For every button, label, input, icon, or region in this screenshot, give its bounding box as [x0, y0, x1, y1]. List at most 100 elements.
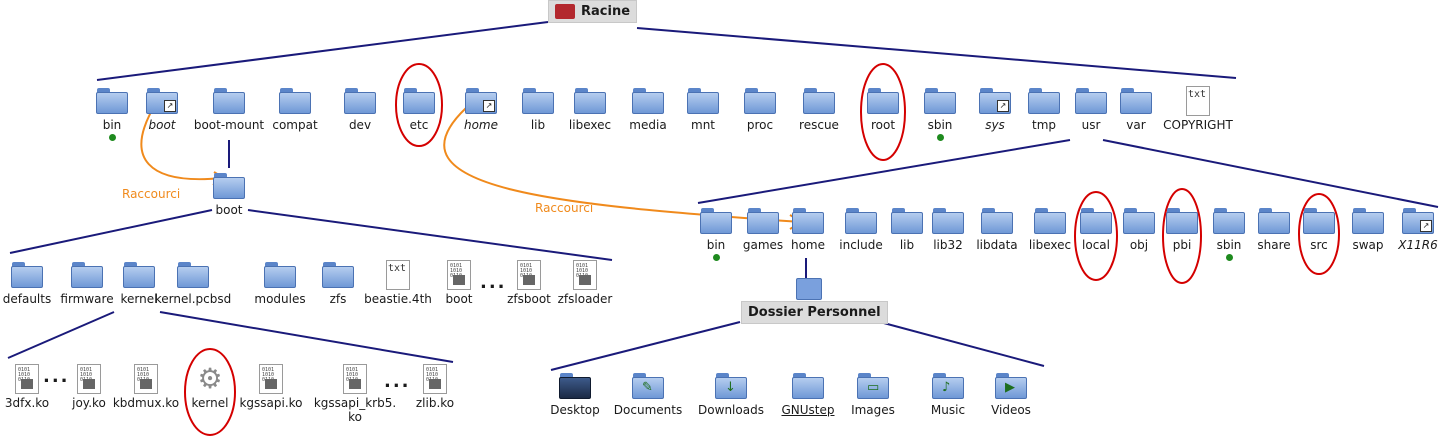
kernel-item-zlib-ko[interactable]: 010110100110zlib.ko	[395, 364, 475, 410]
home-item-gnustep[interactable]: GNUstep	[768, 371, 848, 417]
root-item-media[interactable]: media	[608, 86, 688, 132]
boot-item-kernel-pcbsd[interactable]: kernel.pcbsd	[153, 260, 233, 306]
usr-item-share[interactable]: share	[1234, 206, 1314, 252]
folder-icon	[403, 88, 435, 114]
highlight-pbi	[1162, 188, 1202, 284]
root-item-libexec[interactable]: libexec	[550, 86, 630, 132]
usr-item-games[interactable]: games	[723, 206, 803, 252]
folder-icon	[213, 173, 245, 199]
usr-item-lib32[interactable]: lib32	[908, 206, 988, 252]
root-item-mnt[interactable]: mnt	[663, 86, 743, 132]
node-label: bin	[102, 118, 122, 132]
kernel-item-kernel[interactable]: ⚙kernel	[170, 364, 250, 411]
node-label: boot	[445, 292, 473, 306]
usr-item-home[interactable]: home	[768, 206, 848, 252]
root-item-boot[interactable]: ↗boot	[122, 86, 202, 132]
root-item-boot-mount[interactable]: boot-mount	[189, 86, 269, 132]
usr-item-swap[interactable]: swap	[1328, 206, 1408, 252]
usr-item-libexec[interactable]: libexec	[1010, 206, 1090, 252]
folder-link-icon: ↗	[146, 88, 178, 114]
node-label: boot	[215, 203, 243, 217]
usr-item-bin[interactable]: bin	[676, 206, 756, 261]
node-label: include	[839, 238, 883, 252]
boot-item-defaults[interactable]: defaults	[0, 260, 67, 306]
root-item-root[interactable]: root	[843, 86, 923, 132]
desktop-folder-icon	[559, 373, 591, 399]
node-label: mnt	[691, 118, 715, 132]
root-item-compat[interactable]: compat	[255, 86, 335, 132]
usr-item-include[interactable]: include	[821, 206, 901, 252]
node-label: compat	[272, 118, 318, 132]
usr-item-x11r6[interactable]: ↗X11R6	[1378, 206, 1442, 252]
kernel-item-kgssapi-ko[interactable]: 010110100110kgssapi.ko	[231, 364, 311, 410]
node-label: kbdmux.ko	[112, 396, 180, 410]
home-item-documents[interactable]: ✎Documents	[608, 371, 688, 417]
usr-item-lib[interactable]: lib	[867, 206, 947, 252]
usr-item-pbi[interactable]: pbi	[1142, 206, 1222, 252]
folder-icon	[1166, 208, 1198, 234]
folder-icon	[687, 88, 719, 114]
kernel-item-joy-ko[interactable]: 010110100110joy.ko	[49, 364, 129, 410]
node-label: Images	[851, 403, 895, 417]
home-item-music[interactable]: ♪Music	[908, 371, 988, 417]
root-item-usr[interactable]: usr	[1051, 86, 1131, 132]
node-label: lib32	[933, 238, 963, 252]
boot-item-modules[interactable]: modules	[240, 260, 320, 306]
root-item-home[interactable]: ↗home	[441, 86, 521, 132]
root-item-sbin[interactable]: sbin	[900, 86, 980, 141]
boot-item-zfs[interactable]: zfs	[298, 260, 378, 306]
usr-item-libdata[interactable]: libdata	[957, 206, 1037, 252]
kernel-item-kbdmux-ko[interactable]: 010110100110kbdmux.ko	[106, 364, 186, 410]
node-label: src	[1310, 238, 1328, 252]
highlight-src	[1298, 193, 1340, 275]
root-item-bin[interactable]: bin	[72, 86, 152, 141]
status-dot	[936, 134, 944, 141]
boot-item-firmware[interactable]: firmware	[47, 260, 127, 306]
folder-icon	[123, 262, 155, 288]
kernel-item-3dfx-ko[interactable]: 0101101001103dfx.ko	[0, 364, 67, 410]
folder-icon	[981, 208, 1013, 234]
node-label: lib	[899, 238, 915, 252]
root-item-tmp[interactable]: tmp	[1004, 86, 1084, 132]
root-item-proc[interactable]: proc	[720, 86, 800, 132]
boot-item-zfsboot[interactable]: 010110100110zfsboot	[489, 260, 569, 306]
home-dir-node[interactable]: Dossier Personnel	[741, 301, 888, 324]
root-item-dev[interactable]: dev	[320, 86, 400, 132]
node-label: var	[1126, 118, 1146, 132]
root-item-rescue[interactable]: rescue	[779, 86, 859, 132]
root-item-var[interactable]: var	[1096, 86, 1176, 132]
usr-item-obj[interactable]: obj	[1099, 206, 1179, 252]
binary-file-icon: 010110100110	[517, 260, 541, 290]
binary-file-icon: 010110100110	[573, 260, 597, 290]
root-item-sys[interactable]: ↗sys	[955, 86, 1035, 132]
home-folder-icon[interactable]	[796, 278, 822, 300]
usr-item-local[interactable]: local	[1056, 206, 1136, 252]
home-item-images[interactable]: ▭Images	[833, 371, 913, 417]
videos-folder-icon: ▶	[995, 373, 1027, 399]
home-item-desktop[interactable]: Desktop	[535, 371, 615, 417]
node-label: media	[629, 118, 667, 132]
node-label: GNUstep	[781, 403, 835, 417]
node-label: COPYRIGHT	[1163, 118, 1233, 132]
boot-node[interactable]: boot	[189, 171, 269, 217]
usr-item-sbin[interactable]: sbin	[1189, 206, 1269, 261]
usr-item-src[interactable]: src	[1279, 206, 1359, 252]
boot-item-zfsloader[interactable]: 010110100110zfsloader	[545, 260, 625, 306]
highlight-etc	[395, 63, 443, 147]
home-dir-label: Dossier Personnel	[748, 305, 881, 320]
root-node[interactable]: Racine	[548, 0, 638, 23]
boot-item-boot[interactable]: 010110100110boot	[419, 260, 499, 306]
boot-item-kernel[interactable]: kernel	[99, 260, 179, 306]
status-dot	[1225, 254, 1233, 261]
folder-icon	[1120, 88, 1152, 114]
home-item-downloads[interactable]: ↓Downloads	[691, 371, 771, 417]
folder-icon	[1213, 208, 1245, 234]
home-item-videos[interactable]: ▶Videos	[971, 371, 1051, 417]
root-item-etc[interactable]: etc	[379, 86, 459, 132]
kernel-item-kgssapi-krb5-ko[interactable]: 010110100110kgssapi_krb5.ko	[314, 364, 396, 424]
folder-icon	[803, 88, 835, 114]
root-item-lib[interactable]: lib	[498, 86, 578, 132]
folder-icon	[1303, 208, 1335, 234]
